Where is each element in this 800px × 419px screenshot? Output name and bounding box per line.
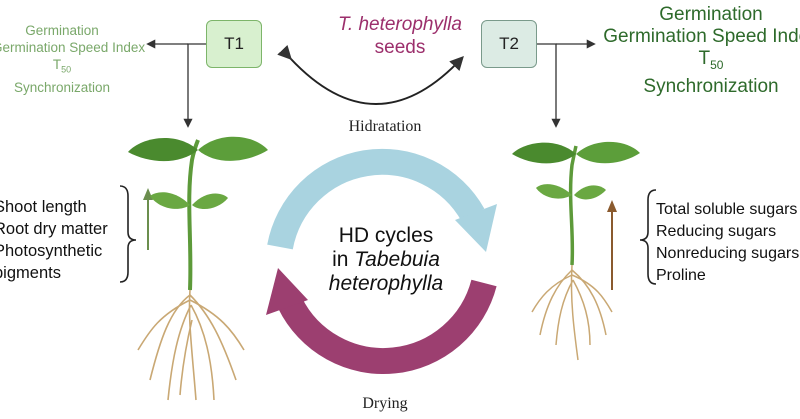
right-bottom-item: Proline [656,267,706,284]
right-germination-list: Germination Germination Speed Index T50 … [596,4,800,98]
cycle-line1: HD cycles [338,224,434,247]
right-top-item: Germination [659,4,763,25]
right-bottom-item: Reducing sugars [656,223,777,240]
left-bottom-item: Root dry matter [0,220,108,238]
drying-label: Drying [362,395,408,412]
left-top-item: Germination [25,23,99,38]
left-top-item: T50 [52,57,72,75]
left-growth-list: Shoot length Root dry matter Photosynthe… [0,196,108,284]
left-bottom-item: Photosynthetic [0,242,103,260]
t1-label: T1 [224,34,244,53]
right-top-item: T50 [698,48,724,72]
cycle-line2: in Tabebuia [318,248,454,272]
cycle-species: heterophylla [328,272,444,295]
left-germination-list: Germination Germination Speed Index T50 … [0,22,146,96]
left-top-item: Synchronization [13,79,111,95]
left-seedling-illustration [128,136,268,401]
left-brace [119,185,137,283]
t2-connector [537,39,596,128]
right-seedling-illustration [512,141,640,361]
right-biochem-list: Total soluble sugars Reducing sugars Non… [656,199,799,287]
hydration-label: Hidratation [348,118,422,135]
drying-arrow [266,268,497,375]
left-bottom-item: Shoot length [0,198,87,216]
t2-label: T2 [499,34,519,53]
right-bottom-item: Nonreducing sugars [656,245,800,262]
right-top-item: Synchronization [643,75,779,97]
cycle-center-text: HD cycles in Tabebuia heterophylla [318,224,454,296]
left-increase-arrow [143,188,153,250]
right-bottom-item: Total soluble sugars [656,201,798,218]
t1-box: T1 [206,20,262,68]
seeds-species: T. heterophylla [338,14,462,35]
seeds-double-arrow [277,45,464,105]
right-top-item: Germination Speed Index [603,26,800,47]
cycle-genus: Tabebuia [354,248,440,271]
left-top-item: Germination Speed Index [0,40,146,55]
hydration-arrow [267,148,497,252]
t1-connector [146,39,206,128]
left-bottom-item: pigments [0,264,61,282]
right-brace [639,189,657,285]
t2-box: T2 [481,20,537,68]
right-increase-arrow [607,200,617,290]
cycle-line2-prefix: in [332,248,355,271]
